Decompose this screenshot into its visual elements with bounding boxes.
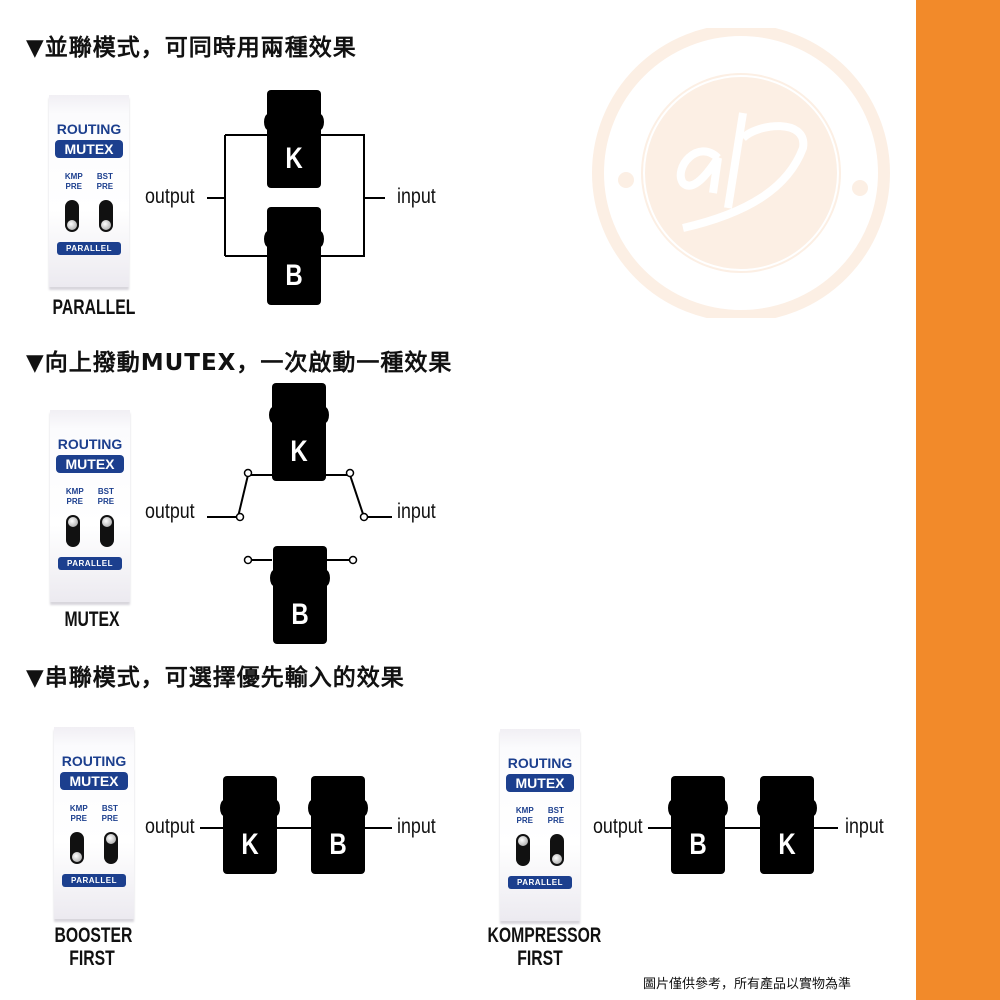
output-label: output — [145, 815, 195, 838]
routing-label: ROUTING — [56, 121, 122, 137]
input-label: input — [397, 815, 436, 838]
orange-side-bar — [916, 0, 1000, 1000]
input-label: input — [397, 185, 436, 208]
bst-toggle[interactable] — [104, 832, 118, 864]
routing-label: ROUTING — [61, 753, 127, 769]
heading-parallel: ▼並聯模式，可同時用兩種效果 — [26, 35, 357, 61]
mutex-badge: MUTEX — [60, 772, 128, 790]
watermark-logo — [592, 28, 890, 318]
mutex-badge: MUTEX — [56, 455, 124, 473]
bst-toggle[interactable] — [100, 515, 114, 547]
booster-pedal: B — [264, 207, 324, 305]
kmp-toggle[interactable] — [70, 832, 84, 864]
routing-label: ROUTING — [507, 755, 573, 771]
parallel-badge: PARALLEL — [62, 874, 126, 887]
mutex-badge: MUTEX — [506, 774, 574, 792]
output-label: output — [145, 185, 195, 208]
output-label: output — [145, 500, 195, 523]
kmp-toggle[interactable] — [66, 515, 80, 547]
input-label: input — [397, 500, 436, 523]
bst-toggle[interactable] — [550, 834, 564, 866]
caption-mutex: MUTEX — [64, 608, 120, 631]
booster-pedal: B — [270, 546, 330, 644]
kmp-toggle[interactable] — [65, 200, 79, 232]
parallel-badge: PARALLEL — [508, 876, 572, 889]
kompressor-pedal: K — [757, 776, 817, 874]
caption-parallel: PARALLEL — [52, 296, 136, 319]
parallel-badge: PARALLEL — [58, 557, 122, 570]
kmp-toggle[interactable] — [516, 834, 530, 866]
heading-mutex: ▼向上撥動MUTEX，一次啟動一種效果 — [26, 350, 453, 376]
parallel-badge: PARALLEL — [57, 242, 121, 255]
disclaimer-footer: 圖片僅供參考，所有產品以實物為準 — [643, 977, 852, 992]
kompressor-pedal: K — [264, 90, 324, 188]
input-label: input — [845, 815, 884, 838]
heading-series: ▼串聯模式，可選擇優先輸入的效果 — [26, 665, 405, 691]
kompressor-pedal: K — [220, 776, 280, 874]
mutex-badge: MUTEX — [55, 140, 123, 158]
bst-toggle[interactable] — [99, 200, 113, 232]
routing-label: ROUTING — [57, 436, 123, 452]
output-label: output — [593, 815, 643, 838]
booster-pedal: B — [668, 776, 728, 874]
booster-pedal: B — [308, 776, 368, 874]
kompressor-pedal: K — [269, 383, 329, 481]
